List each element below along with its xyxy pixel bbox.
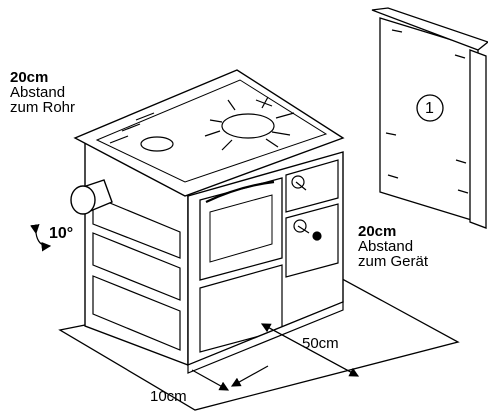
angle-arrow-icon [30,224,52,252]
floor-side-label: 10cm [150,388,187,405]
oven-door [199,177,283,281]
rohr-clearance-label: 20cm Abstand zum Rohr [10,70,75,115]
top-vents [109,99,273,144]
rohr-distance: 20cm [10,69,49,86]
side-panels [92,195,181,351]
rohr-line1: Abstand [10,84,66,101]
floor-depth-label: 50cm [302,335,339,352]
geraet-clearance-label: 20cm Abstand zum Gerät [358,224,428,269]
dimension-10cm [191,365,269,391]
cooking-plates [140,96,295,152]
panel-number-label: 1 [425,100,434,117]
geraet-line1: Abstand [358,238,414,255]
control-doors [285,159,339,278]
geraet-distance: 20cm [358,223,397,240]
geraet-line2: zum Gerät [358,253,429,270]
chimney-pipe [70,179,113,215]
side-panel-part [371,7,488,229]
dimension-50cm [260,323,360,377]
angle-label: 10° [49,225,74,242]
plinth [187,301,344,374]
rohr-line2: zum Rohr [10,99,76,116]
control-knobs [291,175,322,241]
